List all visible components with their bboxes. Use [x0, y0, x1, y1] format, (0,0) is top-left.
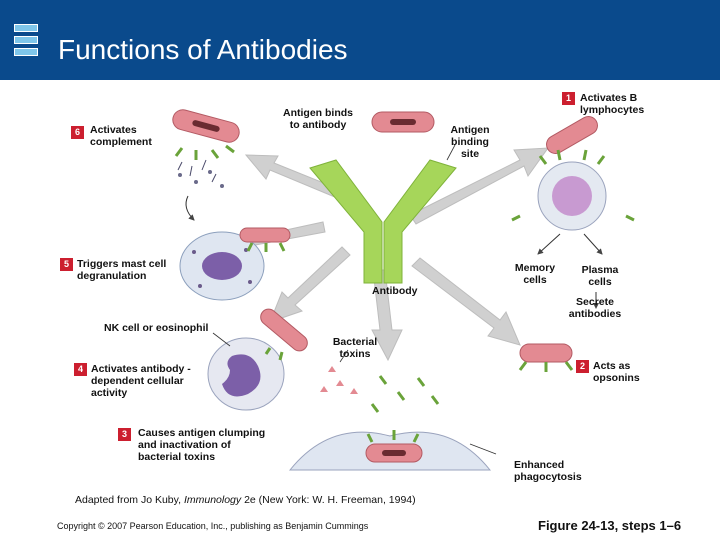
step-6-text: Activates complement — [90, 124, 152, 148]
arrow-to-opsonins — [411, 257, 521, 346]
arrow-to-b-cells — [409, 147, 550, 225]
label-antigen-binds: Antigen binds to antibody — [283, 107, 353, 131]
source-suffix: 2e (New York: W. H. Freeman, 1994) — [241, 494, 416, 506]
label-memory-cells: Memory cells — [514, 262, 556, 286]
figure-number: Figure 24-13, steps 1–6 — [538, 518, 682, 533]
label-enhanced-phagocytosis: Enhanced phagocytosis — [514, 459, 582, 483]
label-antibody: Antibody — [372, 285, 418, 297]
source-title: Immunology — [183, 494, 242, 506]
label-plasma-cells: Plasma cells — [581, 264, 619, 288]
opsonized-bacterium — [518, 292, 599, 372]
step-3-text: Causes antigen clumping and inactivation… — [138, 427, 266, 463]
bacterial-toxins — [320, 349, 440, 413]
label-antigen-binding-site: Antigen binding site — [450, 124, 490, 160]
step-4-text: Activates antibody - dependent cellular … — [91, 363, 191, 399]
bacterium-top — [371, 111, 435, 133]
step-4-badge: 4 — [74, 363, 87, 376]
label-secrete-antibodies: Secrete antibodies — [568, 296, 622, 320]
label-nk-cell: NK cell or eosinophil — [104, 322, 209, 334]
mast-cell — [179, 227, 291, 301]
step-6-badge: 6 — [71, 126, 84, 139]
slide-title: Functions of Antibodies — [58, 34, 348, 65]
arrow-to-adcc — [269, 246, 351, 323]
header-bar — [0, 0, 720, 80]
label-bacterial-toxins: Bacterial toxins — [332, 336, 378, 360]
phagocyte — [288, 430, 497, 471]
source-citation: Adapted from Jo Kuby, Immunology 2e (New… — [75, 494, 416, 506]
step-5-text: Triggers mast cell degranulation — [77, 258, 167, 282]
source-prefix: Adapted from Jo Kuby, — [75, 494, 184, 506]
step-2-badge: 2 — [576, 360, 589, 373]
step-1-text: Activates B lymphocytes — [580, 92, 645, 116]
step-5-badge: 5 — [60, 258, 73, 271]
radial-arrows — [220, 147, 550, 362]
nk-cell — [207, 308, 308, 411]
step-1-badge: 1 — [562, 92, 575, 105]
copyright-notice: Copyright © 2007 Pearson Education, Inc.… — [57, 521, 369, 531]
step-3-badge: 3 — [118, 428, 131, 441]
step-2-text: Acts as opsonins — [593, 360, 640, 384]
bacterium-complement — [172, 109, 240, 221]
central-antibody — [309, 159, 457, 284]
b-lymphocyte — [511, 116, 635, 255]
slide-logo-icon — [14, 24, 38, 60]
